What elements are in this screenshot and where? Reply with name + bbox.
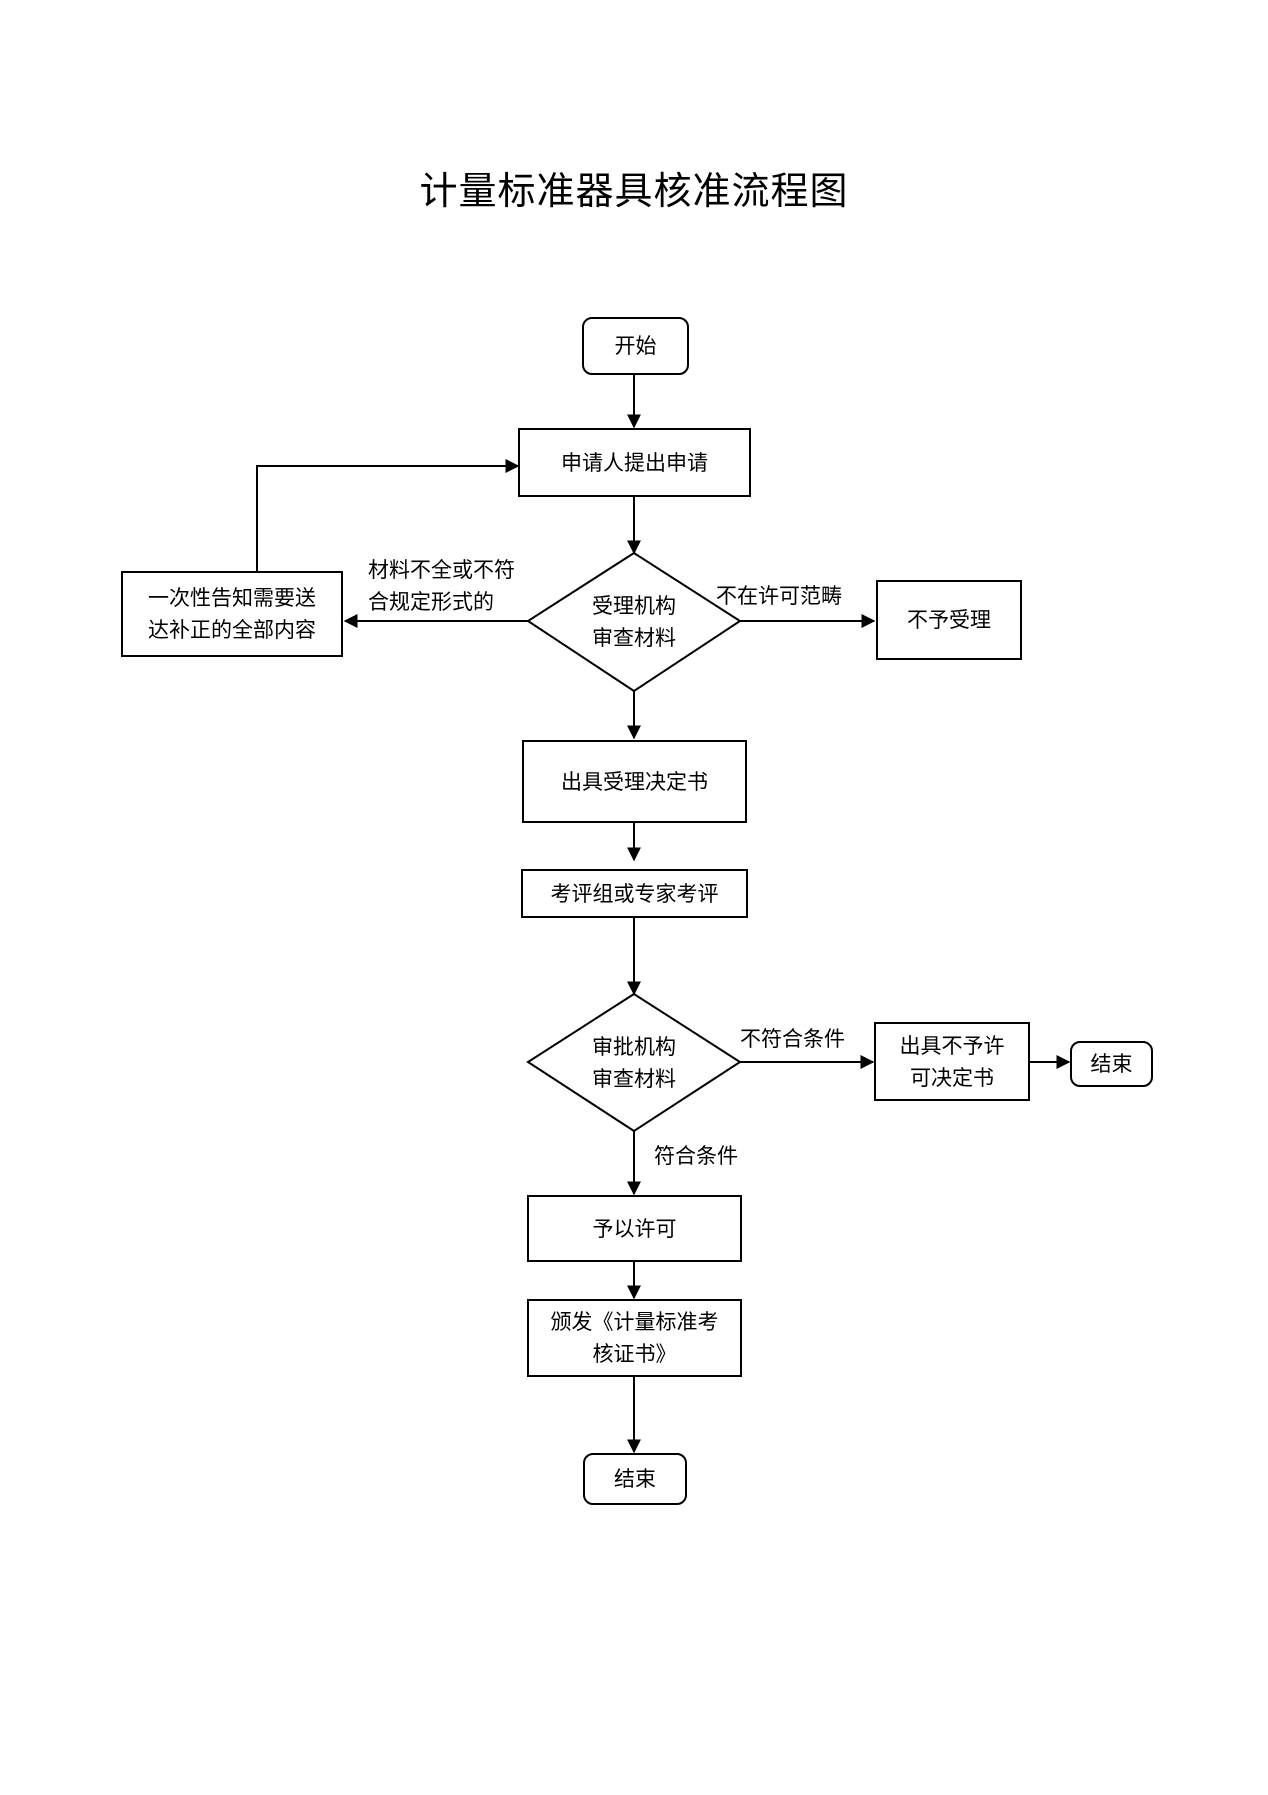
grant-node: 予以许可 (527, 1195, 742, 1262)
decision-review-accept-shape (526, 551, 742, 693)
reject-accept-node: 不予受理 (876, 580, 1022, 660)
decision-review-approve-shape (526, 992, 742, 1133)
evaluation-node: 考评组或专家考评 (521, 869, 748, 918)
page-title: 计量标准器具核准流程图 (419, 169, 849, 213)
edge-label-out-of-scope: 不在许可范畴 (716, 584, 842, 608)
edge-label-not-qualified: 不符合条件 (740, 1027, 845, 1051)
issue-cert-node: 颁发《计量标准考 核证书》 (527, 1299, 742, 1377)
end-bottom-node: 结束 (583, 1453, 687, 1505)
edge-notify-apply (256, 459, 520, 571)
notify-correct-node: 一次性告知需要送 达补正的全部内容 (121, 571, 343, 657)
accept-decision-node: 出具受理决定书 (522, 740, 747, 823)
deny-decision-node: 出具不予许 可决定书 (874, 1022, 1030, 1101)
apply-node: 申请人提出申请 (518, 428, 751, 497)
start-node: 开始 (582, 317, 689, 375)
review-approve-label: 审批机构 审查材料 (592, 1035, 676, 1091)
review-accept-label: 受理机构 审查材料 (592, 594, 676, 650)
edge-label-qualified: 符合条件 (654, 1144, 738, 1168)
edge-label-incomplete: 材料不全或不符 合规定形式的 (368, 558, 515, 614)
end-right-node: 结束 (1070, 1041, 1153, 1087)
